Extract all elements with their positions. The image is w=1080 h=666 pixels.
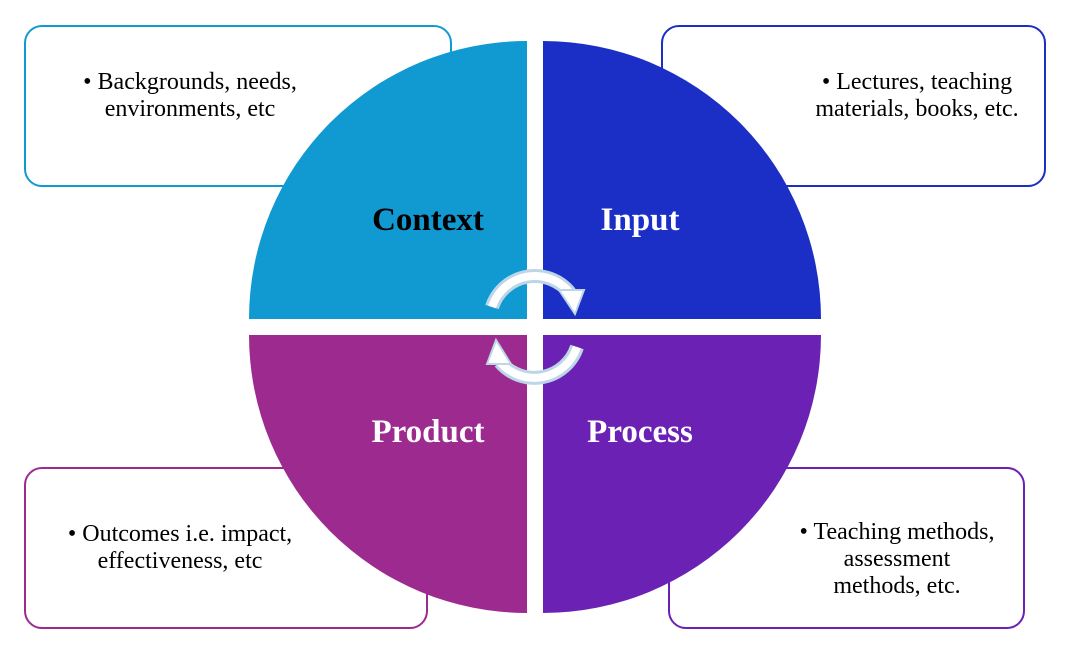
product-label: Product (371, 414, 484, 450)
product-bullet-line-1: • Outcomes i.e. impact, (67, 521, 293, 547)
process-quadrant (543, 335, 821, 613)
process-description-text: • Teaching methods, assessment methods, … (774, 519, 1020, 600)
context-bullet-line-1: • Backgrounds, needs, (83, 69, 297, 95)
cycle-arrow-bottom-icon (485, 337, 584, 385)
process-label: Process (587, 414, 693, 450)
product-quadrant (249, 335, 527, 613)
process-bullet-line-2: assessment (843, 546, 951, 572)
input-bullet-line-1: • Lectures, teaching (821, 69, 1013, 95)
context-bullet-line-2: environments, etc (104, 96, 276, 122)
input-description-text: • Lectures, teaching materials, books, e… (791, 69, 1043, 123)
cycle-arrow-top-icon (485, 269, 586, 317)
product-bullet-line-2: effectiveness, etc (97, 548, 263, 574)
process-bullet-line-3: methods, etc. (833, 573, 961, 599)
input-quadrant (543, 41, 821, 319)
product-description-text: • Outcomes i.e. impact, effectiveness, e… (30, 521, 330, 575)
input-label: Input (601, 202, 680, 238)
process-bullet-line-1: • Teaching methods, (799, 519, 995, 545)
context-label: Context (372, 202, 484, 238)
context-description-text: • Backgrounds, needs, environments, etc (40, 69, 340, 123)
input-bullet-line-2: materials, books, etc. (815, 96, 1019, 122)
cycle-arrows-icon (485, 269, 586, 385)
context-quadrant (249, 41, 527, 319)
